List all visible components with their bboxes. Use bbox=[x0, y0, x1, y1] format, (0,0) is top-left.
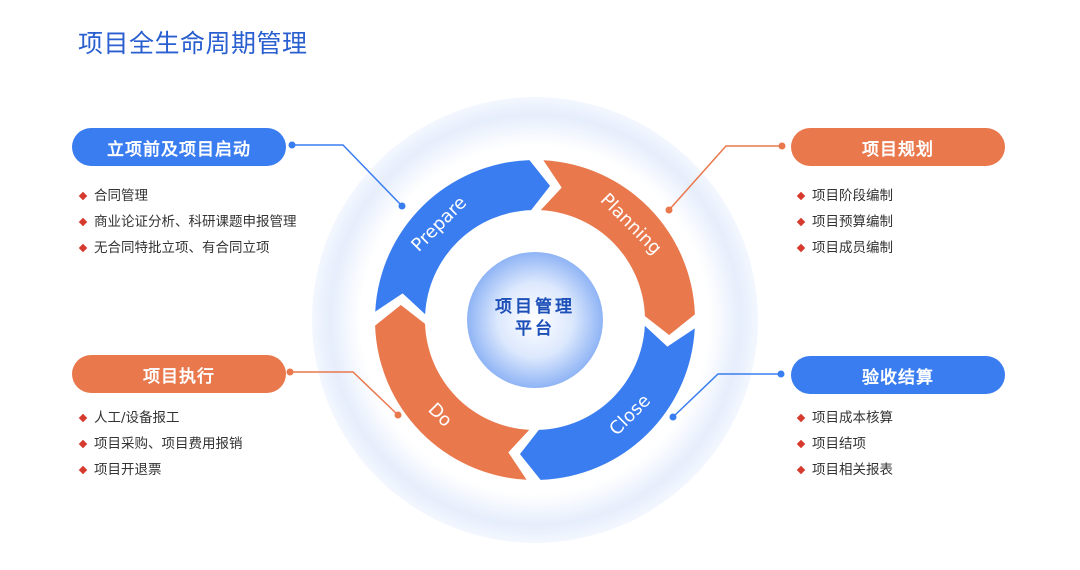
do-heading-pill: 项目执行 bbox=[72, 355, 286, 393]
diamond-bullet-icon bbox=[796, 191, 806, 201]
list-item: 项目成本核算 bbox=[796, 408, 996, 428]
diamond-bullet-icon bbox=[78, 413, 88, 423]
connector-dot bbox=[394, 411, 402, 419]
connector-dot bbox=[778, 142, 786, 150]
center-label-line1: 项目管理 bbox=[495, 297, 575, 317]
diamond-bullet-icon bbox=[78, 243, 88, 253]
cycle-arrow-planning bbox=[540, 160, 695, 336]
list-item: 项目阶段编制 bbox=[796, 186, 996, 206]
diamond-bullet-icon bbox=[796, 243, 806, 253]
list-item: 项目采购、项目费用报销 bbox=[78, 434, 318, 454]
prepare-list: 合同管理 商业论证分析、科研课题申报管理 无合同特批立项、有合同立项 bbox=[78, 186, 298, 264]
cycle-arrow-close bbox=[519, 325, 695, 480]
diamond-bullet-icon bbox=[796, 465, 806, 475]
prepare-heading-pill: 立项前及项目启动 bbox=[72, 128, 286, 166]
list-item: 项目结项 bbox=[796, 434, 996, 454]
list-item: 人工/设备报工 bbox=[78, 408, 318, 428]
diamond-bullet-icon bbox=[78, 191, 88, 201]
connector-do bbox=[290, 371, 399, 416]
center-label-line2: 平台 bbox=[515, 319, 555, 339]
list-item: 无合同特批立项、有合同立项 bbox=[78, 238, 298, 258]
connector-dot bbox=[288, 141, 296, 149]
close-heading-pill: 验收结算 bbox=[791, 356, 1005, 394]
connector-dot bbox=[777, 370, 785, 378]
planning-list: 项目阶段编制 项目预算编制 项目成员编制 bbox=[796, 186, 996, 264]
diamond-bullet-icon bbox=[796, 413, 806, 423]
list-item: 项目开退票 bbox=[78, 460, 318, 480]
planning-heading-pill: 项目规划 bbox=[791, 128, 1005, 166]
page-title: 项目全生命周期管理 bbox=[78, 29, 308, 58]
list-item: 项目成员编制 bbox=[796, 238, 996, 258]
connector-planning bbox=[668, 145, 782, 211]
connector-dot bbox=[665, 206, 673, 214]
connector-dot bbox=[398, 202, 406, 210]
connector-close bbox=[672, 373, 781, 418]
close-list: 项目成本核算 项目结项 项目相关报表 bbox=[796, 408, 996, 486]
diamond-bullet-icon bbox=[796, 439, 806, 449]
center-hub bbox=[467, 252, 603, 388]
diamond-bullet-icon bbox=[78, 465, 88, 475]
center-label: 项目管理 平台 bbox=[470, 296, 600, 340]
diamond-bullet-icon bbox=[78, 217, 88, 227]
list-item: 商业论证分析、科研课题申报管理 bbox=[78, 212, 298, 232]
cycle-arrow-prepare bbox=[375, 160, 551, 315]
cycle-arrow-do bbox=[375, 304, 530, 480]
diamond-bullet-icon bbox=[78, 439, 88, 449]
diamond-bullet-icon bbox=[796, 217, 806, 227]
list-item: 项目预算编制 bbox=[796, 212, 996, 232]
list-item: 项目相关报表 bbox=[796, 460, 996, 480]
connector-prepare bbox=[292, 144, 403, 207]
list-item: 合同管理 bbox=[78, 186, 298, 206]
connector-dot bbox=[669, 413, 677, 421]
do-list: 人工/设备报工 项目采购、项目费用报销 项目开退票 bbox=[78, 408, 318, 486]
connector-dot bbox=[286, 368, 294, 376]
